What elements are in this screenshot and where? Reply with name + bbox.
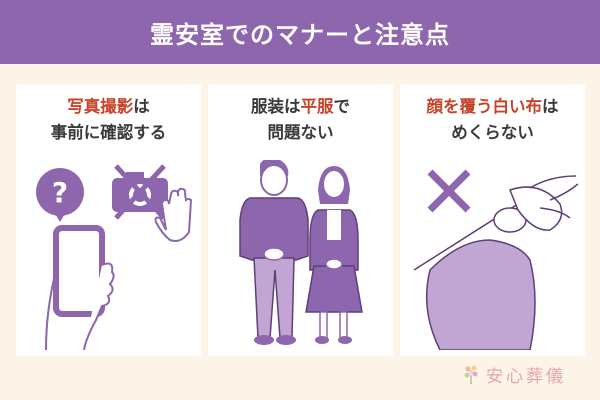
panel-photography: 写真撮影は 事前に確認する ? — [16, 84, 201, 356]
page-title: 霊安室でのマナーと注意点 — [150, 20, 450, 49]
title-highlight: 平服 — [300, 97, 334, 116]
title-text: は — [133, 97, 150, 116]
woman-figure — [305, 166, 363, 344]
cross-mark-icon — [427, 169, 471, 213]
header-banner: 霊安室でのマナーと注意点 — [0, 0, 600, 64]
brand-logo: 安心葬儀 — [464, 362, 566, 387]
title-highlight: 顔を覆う白い布 — [426, 97, 543, 116]
face-cloth-illustration — [413, 169, 579, 350]
question-bubble-icon: ? — [36, 168, 84, 222]
panel-title: 写真撮影は 事前に確認する — [16, 94, 201, 146]
smartphone-hand-icon — [45, 225, 115, 350]
panel-title: 服装は平服で 問題ない — [208, 94, 393, 146]
no-camera-icon — [112, 164, 193, 242]
panel-face-cloth: 顔を覆う白い布は めくらない — [400, 84, 585, 356]
title-line2: 問題ない — [267, 123, 334, 142]
brand-name: 安心葬儀 — [486, 367, 566, 387]
title-highlight: 写真撮影 — [67, 97, 134, 116]
svg-text:?: ? — [52, 176, 68, 209]
lying-person — [413, 175, 579, 350]
man-figure — [239, 160, 309, 345]
title-text: で — [333, 97, 351, 116]
man-woman-illustration — [239, 160, 363, 345]
title-text: 服装は — [251, 97, 301, 116]
title-text: は — [542, 97, 559, 116]
title-line2: 事前に確認する — [50, 123, 167, 142]
title-line2: めくらない — [451, 123, 534, 142]
panel-title: 顔を覆う白い布は めくらない — [400, 94, 585, 146]
panel-clothing: 服装は平服で 問題ない — [208, 84, 393, 356]
flower-bouquet-icon — [464, 365, 478, 384]
smartphone-question-illustration: ? — [36, 164, 193, 350]
